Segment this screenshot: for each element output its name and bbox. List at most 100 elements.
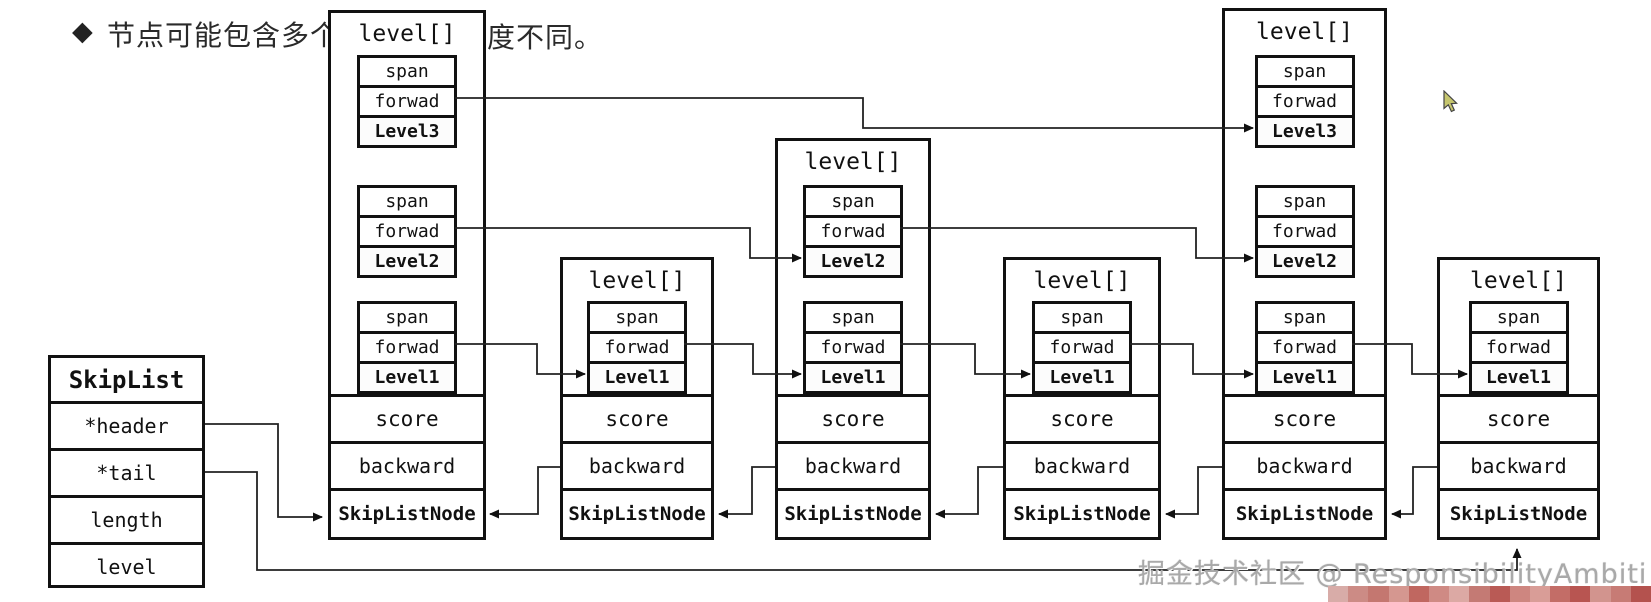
mosaic-block [1509, 586, 1530, 602]
level-box-2: span forwad Level2 [357, 185, 457, 278]
level-label: Level2 [1257, 248, 1352, 275]
mosaic-block [1590, 586, 1611, 602]
mosaic-block [1449, 586, 1470, 602]
level-label: Level2 [360, 248, 454, 275]
level-box-1: span forwad Level1 [1032, 301, 1132, 394]
watermark-text: 掘金技术社区 @ ResponsibilityAmbiti [1138, 559, 1648, 590]
forward-cell: forwad [1257, 334, 1352, 364]
node-type-label: SkipListNode [1006, 488, 1158, 537]
forward-cell: forwad [1471, 334, 1566, 364]
span-cell: span [806, 188, 900, 218]
field-tail: *tail [51, 451, 202, 498]
level-array-title: level[] [1256, 19, 1353, 45]
level-array-title: level[] [804, 149, 902, 175]
skiplist-node-3: level[] span forwad Level2 span forwad L… [775, 138, 931, 540]
node-type-label: SkipListNode [563, 488, 711, 537]
level-box-1: span forwad Level1 [1254, 301, 1355, 394]
mosaic-block [1610, 586, 1631, 602]
backward-cell: backward [778, 441, 928, 488]
forward-cell: forwad [1257, 88, 1352, 118]
mouse-cursor-icon [1443, 90, 1458, 113]
span-cell: span [1471, 304, 1566, 334]
backward-n2-n1 [489, 466, 560, 519]
node-type-label: SkipListNode [331, 488, 483, 537]
mosaic-block [1489, 586, 1510, 602]
field-length: length [51, 498, 202, 545]
score-cell: score [1440, 394, 1597, 441]
forward-cell: forwad [590, 334, 684, 364]
span-cell: span [590, 304, 684, 334]
field-level: level [96, 555, 157, 579]
header-pointer-line [205, 423, 323, 522]
level-label: Level1 [1035, 364, 1129, 391]
forward-cell: forwad [360, 334, 454, 364]
mosaic-bar [1328, 586, 1651, 602]
level-box-1: span forwad Level1 [1468, 301, 1569, 394]
level-array-title: level[] [1470, 268, 1567, 294]
score-cell: score [778, 394, 928, 441]
span-cell: span [1257, 304, 1352, 334]
node-type-label: SkipListNode [1225, 488, 1384, 537]
header-text-left: 节点可能包含多个 [107, 19, 340, 52]
level-box-2: span forwad Level2 [1254, 185, 1355, 278]
forward-cell: forwad [1257, 218, 1352, 248]
field-header: *header [51, 404, 202, 451]
backward-n5-n4 [1165, 466, 1222, 519]
skiplist-node-1: level[] span forwad Level3 span forwad L… [328, 10, 486, 540]
backward-cell: backward [1440, 441, 1597, 488]
level-box-3: span forwad Level3 [1254, 55, 1355, 148]
span-cell: span [1035, 304, 1129, 334]
level-label: Level3 [360, 118, 454, 145]
backward-cell: backward [563, 441, 711, 488]
skiplist-title: SkipList [51, 358, 202, 404]
level-label: Level2 [806, 248, 900, 275]
score-cell: score [563, 394, 711, 441]
level-label: Level1 [1257, 364, 1352, 391]
level-label: Level3 [1257, 118, 1352, 145]
backward-cell: backward [1225, 441, 1384, 488]
backward-cell: backward [331, 441, 483, 488]
mosaic-block [1368, 586, 1389, 602]
level-box-1: span forwad Level1 [587, 301, 687, 394]
span-cell: span [806, 304, 900, 334]
level-box-2: span forwad Level2 [803, 185, 903, 278]
node-type-label: SkipListNode [1440, 488, 1597, 537]
level-label: Level1 [806, 364, 900, 391]
mosaic-block [1630, 586, 1651, 602]
skiplist-node-4: level[] span forwad Level1 score backwar… [1003, 257, 1161, 540]
span-cell: span [360, 188, 454, 218]
level-box-1: span forwad Level1 [357, 301, 457, 394]
skiplist-node-2: level[] span forwad Level1 score backwar… [560, 257, 714, 540]
mosaic-block [1469, 586, 1490, 602]
mosaic-block [1328, 586, 1349, 602]
skiplist-node-5: level[] span forwad Level3 span forwad L… [1222, 8, 1387, 540]
mosaic-block [1388, 586, 1409, 602]
span-cell: span [360, 304, 454, 334]
node-type-label: SkipListNode [778, 488, 928, 537]
level-box-3: span forwad Level3 [357, 55, 457, 148]
mosaic-block [1348, 586, 1369, 602]
mosaic-block [1550, 586, 1571, 602]
backward-n4-n3 [935, 466, 1003, 519]
score-cell: score [1006, 394, 1158, 441]
forward-cell: forwad [806, 334, 900, 364]
span-cell: span [1257, 58, 1352, 88]
header-text-right: 度不同。 [487, 21, 604, 54]
mosaic-block [1529, 586, 1551, 602]
forward-cell: forwad [806, 218, 900, 248]
forward-cell: forwad [360, 88, 454, 118]
diamond-bullet-icon: ◆ [72, 16, 93, 47]
score-cell: score [1225, 394, 1384, 441]
backward-cell: backward [1006, 441, 1158, 488]
level-label: Level1 [360, 364, 454, 391]
mosaic-block [1570, 586, 1591, 602]
level-array-title: level[] [358, 21, 456, 47]
score-cell: score [331, 394, 483, 441]
backward-n3-n2 [718, 466, 775, 519]
span-cell: span [360, 58, 454, 88]
level-label: Level1 [590, 364, 684, 391]
forward-l2-n3-n5 [900, 227, 1254, 263]
forward-cell: forwad [1035, 334, 1129, 364]
level-array-title: level[] [1033, 268, 1131, 294]
